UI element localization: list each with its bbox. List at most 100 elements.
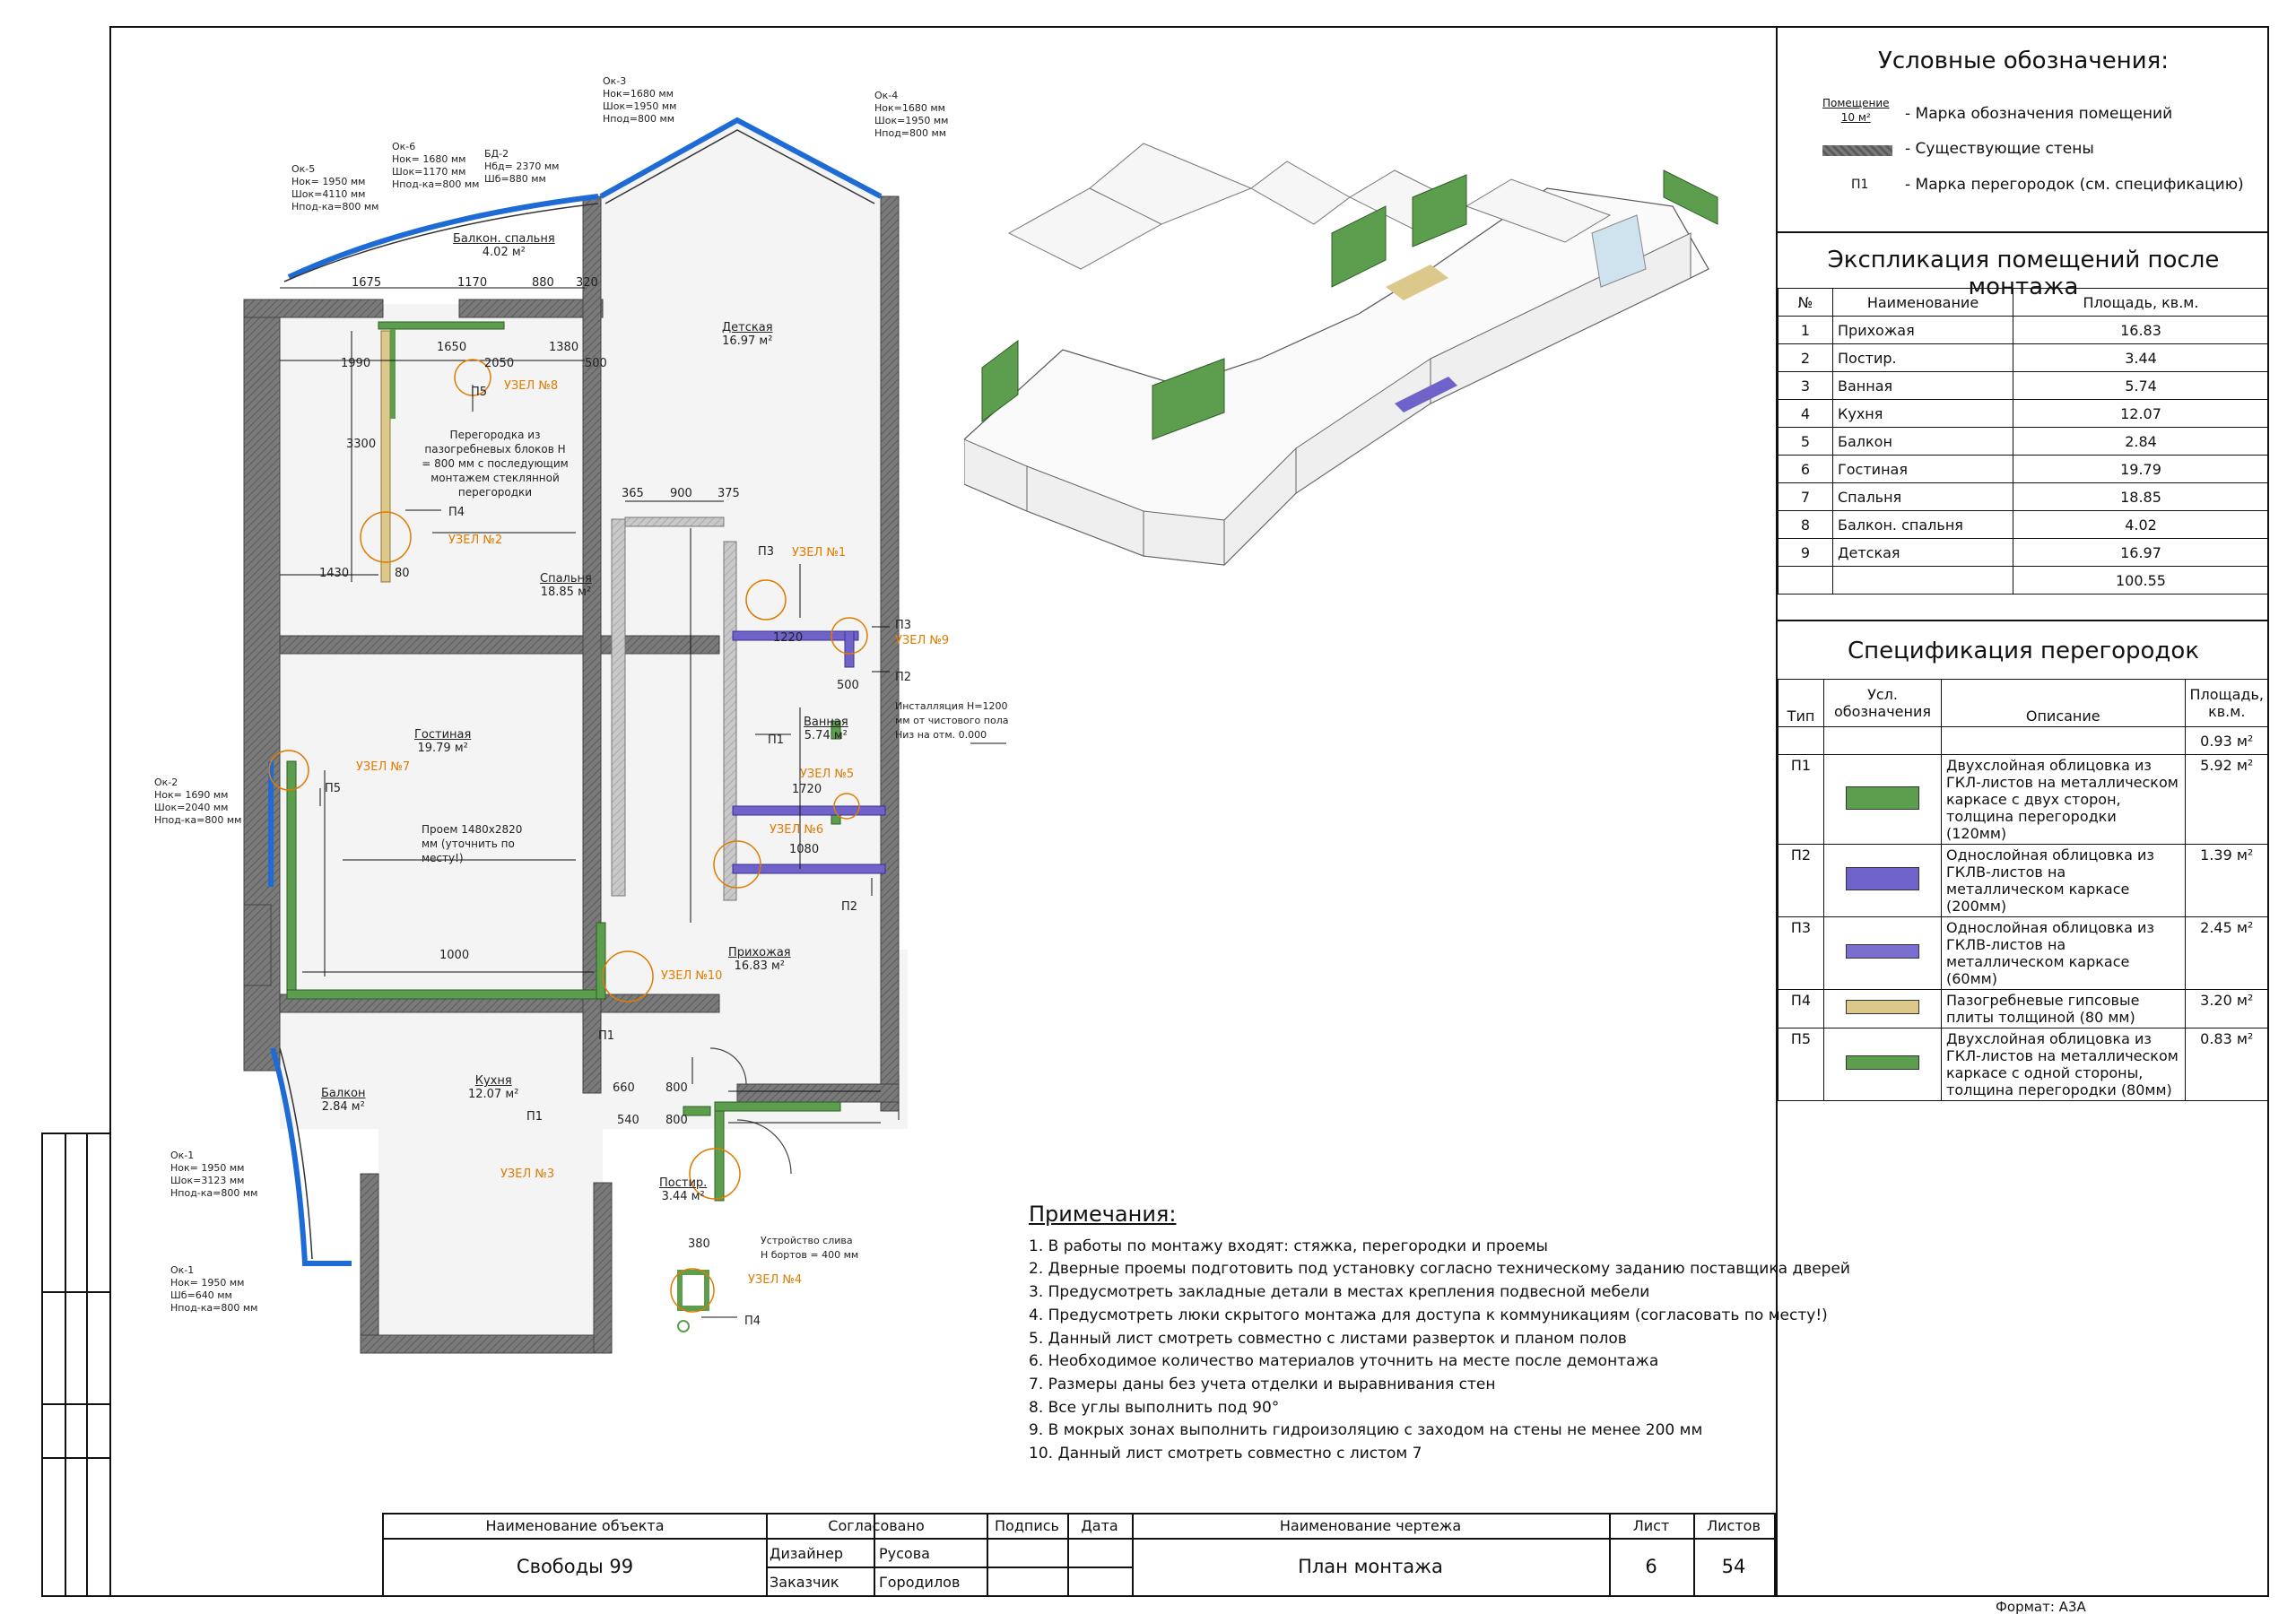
drawing-value: План монтажа	[1298, 1556, 1443, 1577]
room-area: 5.74 м²	[804, 729, 848, 742]
isometric-view	[964, 143, 1718, 567]
room-area: 18.85 м²	[540, 586, 592, 599]
partition-mark: П4	[448, 506, 465, 519]
partition-note: Перегородка из пазогребневых блоков H = …	[422, 429, 569, 499]
note-item: 8. Все углы выполнить под 90°	[1029, 1398, 1280, 1417]
dim-value: 2050	[484, 357, 515, 370]
dim-value: 1220	[773, 631, 804, 645]
room-area: 3.44 м²	[661, 1190, 705, 1203]
room-label-bathroom: Ванная 5.74 м²	[804, 716, 848, 742]
door-callout-bd2: БД-2 Hбд= 2370 мм Шб=880 мм	[484, 148, 560, 185]
dim-value: 3300	[346, 438, 377, 451]
table-row: П2 Однослойная облицовка из ГКЛВ-листов …	[1778, 844, 2269, 917]
legend-label: - Марка перегородок (см. спецификацию)	[1905, 176, 2244, 194]
node-label-8: УЗЕЛ №8	[504, 379, 559, 393]
dim-value: 900	[670, 487, 692, 500]
designer-label: Дизайнер	[770, 1545, 844, 1562]
room-label-balcony: Балкон 2.84 м²	[321, 1087, 366, 1114]
legend-room-mark: Помещение 10 м²	[1822, 97, 1890, 124]
partition-mark: П2	[895, 671, 912, 684]
legend-symbol: П1	[1851, 178, 1869, 192]
room-area: 2.84 м²	[321, 1100, 365, 1114]
node-label-6: УЗЕЛ №6	[770, 823, 824, 837]
sheets-value: 54	[1721, 1556, 1746, 1577]
sheet-label: Лист	[1632, 1517, 1670, 1534]
note-item: 4. Предусмотреть люки скрытого монтажа д…	[1029, 1306, 1828, 1324]
room-area: 16.97 м²	[722, 334, 773, 348]
dim-value: 320	[576, 276, 598, 290]
node-label-9: УЗЕЛ №9	[895, 634, 950, 647]
partition-mark: П1	[526, 1110, 544, 1124]
object-value: Свободы 99	[516, 1556, 634, 1577]
title-block: Наименование объекта Свободы 99 Согласов…	[382, 1513, 1776, 1597]
drawing-label: Наименование чертежа	[1279, 1517, 1462, 1534]
note-item: 5. Данный лист смотреть совместно с лист…	[1029, 1329, 1627, 1348]
col-header: Наименование	[1832, 288, 2013, 317]
partition-mark: П5	[325, 782, 342, 795]
table-row: П5 Двухслойная облицовка из ГКЛ-листов н…	[1778, 1028, 2269, 1101]
window-callout-ok1-b: Ок-1 Hок= 1950 мм Шб=640 мм Hпод-ка=800 …	[170, 1264, 258, 1314]
dim-value: 380	[688, 1237, 710, 1251]
note-item: 1. В работы по монтажу входят: стяжка, п…	[1029, 1237, 1548, 1255]
room-label-nursery: Детская 16.97 м²	[722, 321, 773, 348]
partition-mark: П3	[895, 619, 912, 632]
date-label: Дата	[1081, 1517, 1118, 1534]
dim-value: 1675	[352, 276, 382, 290]
room-label-hall: Прихожая 16.83 м²	[728, 946, 791, 973]
sign-label: Подпись	[995, 1517, 1059, 1534]
dim-value: 880	[532, 276, 554, 290]
partition-mark: П5	[471, 386, 488, 399]
table-row: П1 Двухслойная облицовка из ГКЛ-листов н…	[1778, 754, 2269, 845]
swatch-p5	[1846, 1055, 1919, 1070]
window-callout-ok3: Ок-3 Hок=1680 мм Шок=1950 мм Hпод=800 мм	[603, 75, 677, 125]
col-header: Тип	[1778, 679, 1824, 727]
partition-mark: П1	[598, 1029, 615, 1043]
room-name: Спальня	[540, 572, 592, 586]
room-label-kitchen: Кухня 12.07 м²	[468, 1074, 518, 1101]
node-label-5: УЗЕЛ №5	[800, 768, 855, 781]
note-item: 6. Необходимое количество материалов уто…	[1029, 1352, 1659, 1371]
legend-wall-swatch	[1822, 145, 1892, 156]
room-name: Кухня	[474, 1074, 512, 1088]
room-name: Детская	[722, 321, 773, 334]
room-label-living: Гостиная 19.79 м²	[414, 728, 471, 755]
col-header: Площадь, кв.м.	[2013, 288, 2269, 317]
window-callout-ok2: Ок-2 Hок= 1690 мм Шок=2040 мм Hпод-ка=80…	[154, 777, 242, 826]
swatch-p1	[1846, 785, 1919, 810]
room-name: Ванная	[804, 716, 848, 729]
notes-title: Примечания:	[1029, 1202, 1177, 1227]
node-label-2: УЗЕЛ №2	[448, 534, 503, 547]
col-header: №	[1778, 288, 1833, 317]
swatch-p4	[1846, 1000, 1919, 1014]
dim-value: 1720	[792, 783, 822, 796]
dim-value: 1990	[341, 357, 371, 370]
opening-note: Проем 1480х2820 мм (уточнить по месту!)	[422, 823, 523, 864]
partition-mark: П3	[758, 545, 775, 559]
room-name: Постир.	[659, 1176, 708, 1190]
note-item: 9. В мокрых зонах выполнить гидроизоляци…	[1029, 1421, 1703, 1440]
spec-table: Тип Усл. обозначения Описание Площадь, к…	[1778, 679, 2269, 1101]
dim-value: 1380	[549, 341, 579, 354]
designer-name: Русова	[879, 1545, 930, 1562]
node-label-4: УЗЕЛ №4	[748, 1273, 803, 1287]
dim-value: 660	[613, 1081, 635, 1095]
dim-value: 800	[665, 1114, 688, 1127]
node-label-7: УЗЕЛ №7	[356, 760, 411, 774]
dim-value: 375	[718, 487, 740, 500]
dim-value: 500	[585, 357, 607, 370]
legend-label: - Существующие стены	[1905, 140, 2094, 158]
notes-block: Примечания: 1. В работы по монтажу входя…	[1029, 1202, 1850, 1466]
note-item: 3. Предусмотреть закладные детали в мест…	[1029, 1283, 1650, 1302]
room-label-laundry: Постир. 3.44 м²	[659, 1176, 707, 1203]
dim-value: 1430	[319, 567, 350, 580]
room-label-bedroom: Спальня 18.85 м²	[540, 572, 592, 599]
room-area: 16.83 м²	[734, 959, 785, 973]
room-area: 4.02 м²	[482, 246, 526, 259]
dim-value: 365	[622, 487, 644, 500]
